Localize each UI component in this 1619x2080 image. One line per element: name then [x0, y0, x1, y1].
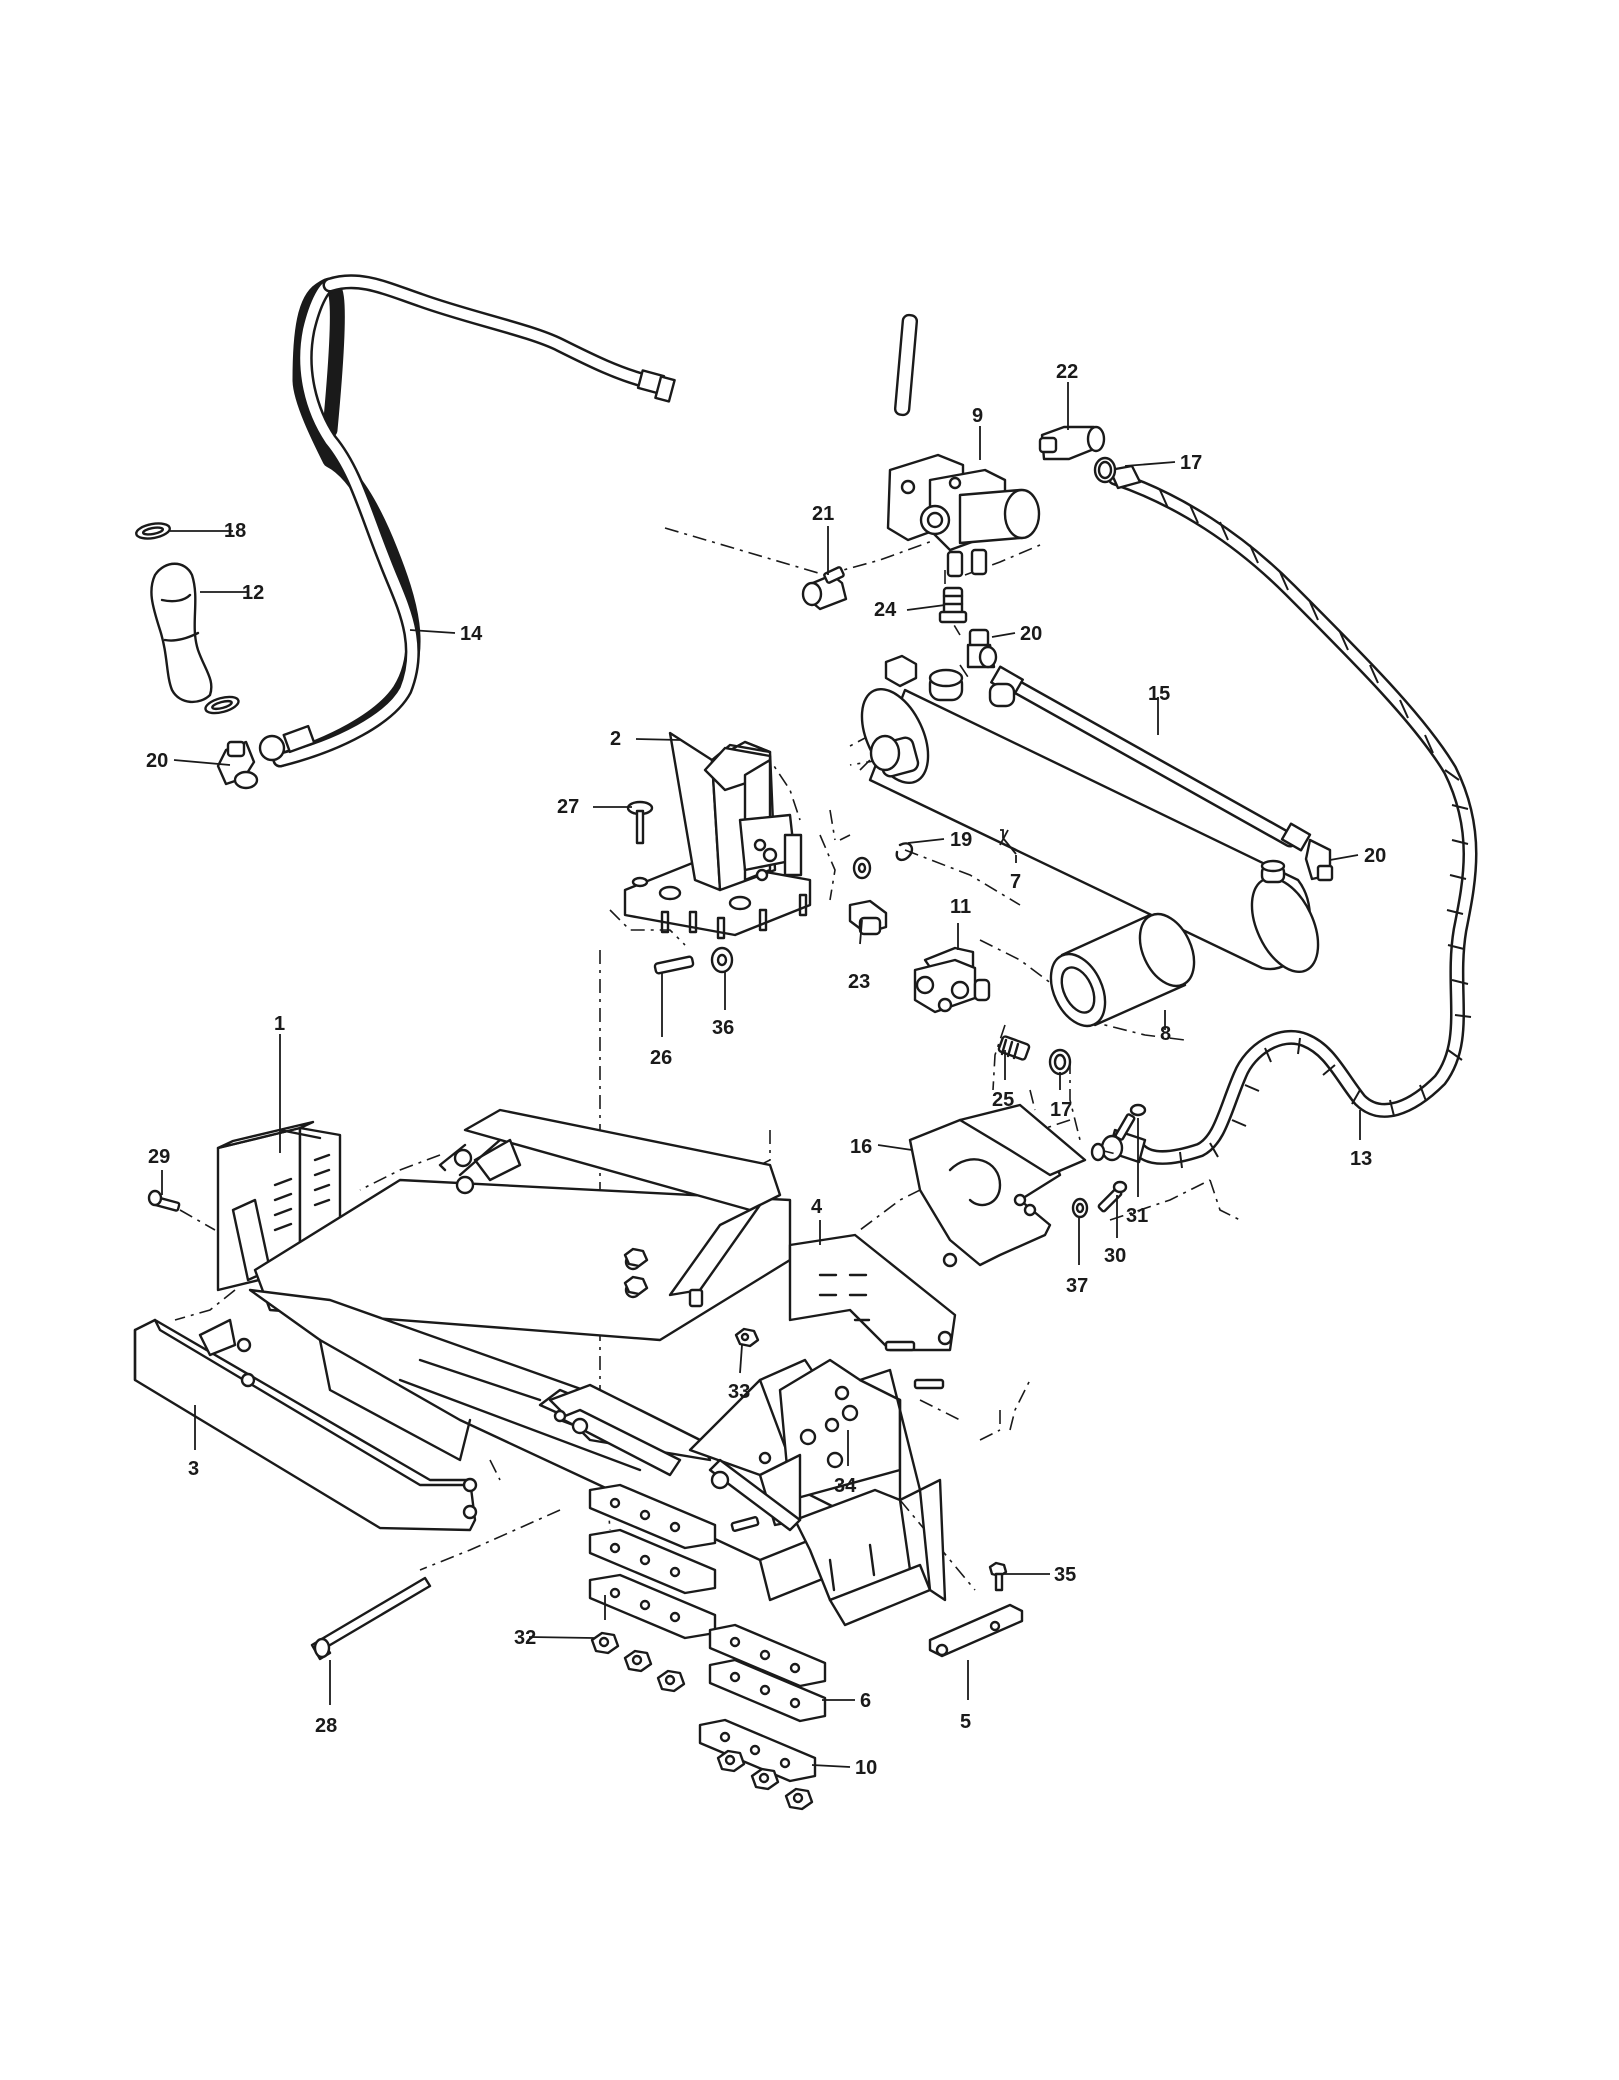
part-25-fitting	[997, 1035, 1031, 1061]
callout-37: 37	[1066, 1275, 1088, 1297]
callout-22: 22	[1056, 361, 1078, 383]
part-12-clamp-lower	[204, 695, 240, 715]
callout-26: 26	[650, 1047, 672, 1069]
callout-9: 9	[972, 405, 983, 427]
washer-near-31	[1090, 1142, 1106, 1162]
hose-14	[272, 274, 676, 768]
part-17-clamp-top	[1093, 456, 1117, 484]
callout-14: 14	[460, 623, 483, 645]
part-7-hydraulic-cylinder	[860, 654, 1320, 974]
part-32-nuts	[590, 1631, 686, 1693]
hose-13-spiral	[1100, 464, 1478, 1169]
part-26-pin	[653, 955, 695, 975]
part-9-control-valve	[886, 313, 1041, 578]
nuts-near-10	[716, 1749, 814, 1811]
callout-30: 30	[1104, 1245, 1126, 1267]
callout-29: 29	[148, 1146, 170, 1168]
callout-13: 13	[1350, 1148, 1372, 1170]
part-36-washer	[710, 946, 734, 974]
callout-34: 34	[834, 1475, 857, 1497]
callout-6: 6	[860, 1690, 871, 1712]
part-12-hose-elbow	[150, 562, 213, 704]
part-29-screw	[147, 1189, 181, 1212]
callout-35: 35	[1054, 1564, 1076, 1586]
callout-15: 15	[1148, 683, 1170, 705]
part-31-screw	[1114, 1103, 1147, 1141]
callout-27: 27	[557, 796, 579, 818]
callout-4: 4	[811, 1196, 823, 1218]
part-6-plate	[708, 1623, 827, 1723]
callout-32: 32	[514, 1627, 536, 1649]
part-10-plate	[698, 1718, 817, 1783]
part-23-fitting	[848, 899, 888, 936]
part-19-clip	[895, 842, 914, 862]
callout-labels: 22 9 17 21 18 12 14 24 20 15 20 2 27 19 …	[146, 361, 1386, 1779]
callout-8: 8	[1160, 1023, 1171, 1045]
callout-23: 23	[848, 971, 870, 993]
part-30-screw	[1097, 1180, 1128, 1213]
callout-20-left: 20	[146, 750, 168, 772]
callout-18: 18	[224, 520, 246, 542]
callout-36: 36	[712, 1017, 734, 1039]
part-20-elbow-right	[1304, 838, 1334, 882]
part-20-elbow-center	[966, 628, 998, 669]
callout-11: 11	[950, 896, 971, 918]
part-2-splitting-wedge	[623, 731, 812, 940]
part-22-elbow-fitting	[1038, 425, 1106, 461]
stacked-plates-left	[588, 1483, 717, 1640]
part-37-washer	[1071, 1197, 1089, 1219]
hose-end-fitting-left	[258, 724, 316, 762]
callout-3: 3	[188, 1458, 199, 1480]
callout-17-top: 17	[1180, 452, 1202, 474]
callout-20-right: 20	[1364, 845, 1386, 867]
part-34-support-assembly	[538, 1358, 947, 1627]
part-4-mount-plate	[788, 1233, 957, 1390]
callout-31: 31	[1126, 1205, 1148, 1227]
callout-1: 1	[274, 1013, 285, 1035]
callout-5: 5	[960, 1711, 971, 1733]
washer-near-19	[852, 856, 872, 880]
callout-17-mid: 17	[1050, 1099, 1072, 1121]
callout-2: 2	[610, 728, 621, 750]
part-24-adapter	[938, 586, 968, 624]
callout-20-center: 20	[1020, 623, 1042, 645]
part-17-clamp-mid	[1048, 1048, 1072, 1076]
part-20-elbow-left	[216, 740, 259, 790]
callout-10: 10	[855, 1757, 877, 1779]
callout-21: 21	[812, 503, 834, 525]
part-5-bracket	[928, 1603, 1024, 1658]
part-28-long-bolt	[310, 1576, 432, 1661]
part-33-nut	[734, 1327, 760, 1348]
callout-7: 7	[1010, 871, 1021, 893]
part-35-screw	[988, 1561, 1008, 1592]
callout-28: 28	[315, 1715, 337, 1737]
hose-15	[990, 665, 1312, 852]
part-21-elbow-fitting	[801, 566, 848, 611]
part-8-filter	[1049, 912, 1196, 1028]
leader-lines	[161, 382, 1361, 1768]
callout-33: 33	[728, 1381, 750, 1403]
callout-19: 19	[950, 829, 972, 851]
callout-25: 25	[992, 1089, 1014, 1111]
part-27-pin	[626, 800, 654, 845]
part-11-valve	[913, 946, 991, 1014]
part-3-base-plate	[133, 1318, 478, 1532]
part-18-clamp	[135, 522, 171, 540]
callout-16: 16	[850, 1136, 872, 1158]
part-16-guard	[908, 1103, 1087, 1268]
part-1-main-beam	[216, 1108, 872, 1602]
callout-24: 24	[874, 599, 897, 621]
callout-12: 12	[242, 582, 264, 604]
nuts-near-33	[623, 1247, 649, 1296]
